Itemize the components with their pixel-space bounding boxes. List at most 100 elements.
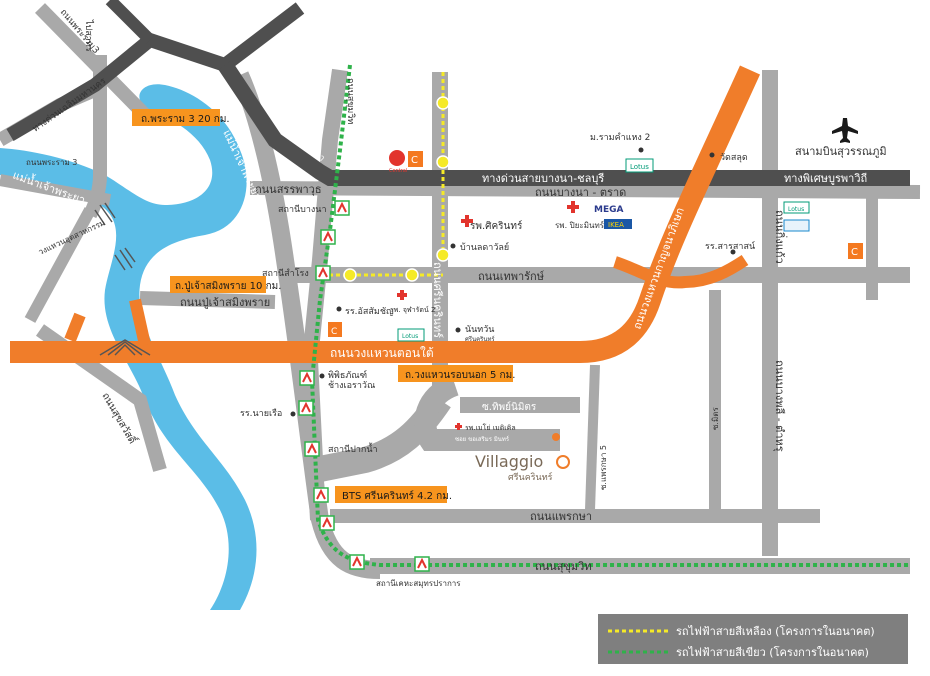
place-airport: สนามบินสุวรรณภูมิ bbox=[795, 145, 887, 158]
svg-text:C: C bbox=[411, 155, 418, 166]
place-dot bbox=[319, 373, 325, 379]
villaggio-project: Villaggio ศรีนครินทร์ bbox=[475, 433, 570, 483]
road-label-kingkaeo: ถนนกิ่งแก้ว bbox=[773, 210, 788, 264]
place-mayo: รพ.เมโย่ เมดิเคิล bbox=[465, 423, 516, 432]
place-erawan: ช้างเอราวัณ bbox=[328, 380, 375, 391]
train-station-icon bbox=[313, 487, 329, 503]
place-dot bbox=[709, 152, 715, 158]
place-museum: พิพิธภัณฑ์ bbox=[328, 369, 367, 381]
train-station-icon bbox=[298, 400, 314, 416]
place-sarasas: รร.สารสาสน์ bbox=[705, 240, 755, 252]
road-label-sathorn: ไปสาทร bbox=[83, 19, 94, 52]
mega-logo-icon: MEGA bbox=[594, 205, 623, 215]
lotus-logo-icon: Lotus bbox=[625, 158, 654, 173]
road-label-phraeksa5: ซ.แพรกษา 5 bbox=[599, 445, 608, 490]
bigc-logo-icon: C bbox=[408, 151, 423, 167]
villaggio-title: Villaggio bbox=[475, 452, 543, 471]
callout-puchao: ถ.ปู่เจ้าสมิงพราย 10 กม. bbox=[170, 276, 281, 293]
svg-text:C: C bbox=[331, 327, 337, 337]
svg-text:MEGA: MEGA bbox=[594, 205, 623, 215]
place-dot bbox=[730, 249, 736, 255]
yellow-stations bbox=[343, 96, 450, 282]
svg-text:IKEA: IKEA bbox=[608, 221, 624, 229]
ring-road bbox=[10, 65, 761, 363]
train-station-icon bbox=[299, 370, 315, 386]
airplane-icon bbox=[832, 118, 858, 143]
project-marker-icon bbox=[552, 433, 560, 441]
place-nanthawan: นันทวัน bbox=[465, 325, 494, 335]
station-bangna: สถานีบางนา bbox=[278, 204, 327, 215]
callout-rama3: ถ.พระราม 3 20 กม. bbox=[132, 109, 230, 126]
road-label-expressway-special: ทางพิเศษบูรพาวิถี bbox=[784, 172, 867, 185]
station-icons bbox=[298, 200, 430, 572]
hospital-icons bbox=[397, 201, 579, 430]
road-label-soi-thippanakit: ซ.ทิพย์นิมิตร bbox=[482, 401, 537, 413]
place-labels: ม.รามคำแหง 2 วัดสลุด สนามบินสุวรรณภูมิ ร… bbox=[240, 132, 887, 588]
train-station-icon bbox=[315, 265, 331, 281]
villaggio-sub: ศรีนครินทร์ bbox=[508, 471, 553, 483]
callout-outer-ring: ถ.วงแหวนรอบนอก 5 กม. bbox=[398, 365, 515, 382]
road-label-puchao: ถนนปู่เจ้าสมิงพราย bbox=[180, 296, 270, 309]
svg-text:Lotus: Lotus bbox=[788, 206, 804, 213]
place-nairuea: รร.นายเรือ bbox=[240, 408, 282, 419]
train-station-icon bbox=[414, 556, 430, 572]
station-pakkam: สถานีปากน้ำ bbox=[328, 442, 378, 455]
train-station-icon bbox=[334, 200, 350, 216]
road-label-sukhumvit-bottom: ถนนสุขุมวิท bbox=[535, 560, 592, 573]
svg-text:C: C bbox=[851, 247, 858, 258]
road-label-srinakarin: ถนนศรีนครินทร์ bbox=[431, 262, 444, 338]
road-label-sukhumvit-v: ถนนสุขุมวิท bbox=[345, 78, 356, 124]
train-station-icon bbox=[319, 515, 335, 531]
place-chularat: รพ. จุฬารัตน์ 2 bbox=[390, 306, 435, 314]
road-label-sanphawut: ถนนสรรพาวุธ bbox=[255, 183, 322, 196]
train-station-icon bbox=[320, 229, 336, 245]
svg-text:Central: Central bbox=[389, 168, 407, 174]
bridge-icon bbox=[99, 339, 151, 356]
place-watsadud: วัดสลุด bbox=[720, 153, 748, 163]
road-label-bangna-trad: ถนนบางนา - ตราด bbox=[535, 186, 626, 199]
place-ramkhamhaeng: ม.รามคำแหง 2 bbox=[590, 132, 650, 143]
legend: รถไฟฟ้าสายสีเหลือง (โครงการในอนาคต) รถไฟ… bbox=[598, 614, 908, 664]
svg-text:ถ.ปู่เจ้าสมิงพราย 10 กม.: ถ.ปู่เจ้าสมิงพราย 10 กม. bbox=[175, 280, 281, 292]
place-ladawan: บ้านลดาวัลย์ bbox=[460, 241, 509, 253]
store-logos: Central C Lotus MEGA IKEA Lotus C C Lotu… bbox=[328, 150, 863, 342]
place-dot bbox=[455, 327, 461, 333]
bigc-logo-icon: C bbox=[328, 322, 342, 337]
green-line bbox=[309, 64, 910, 567]
hospital-cross-icon bbox=[461, 215, 473, 227]
central-logo-icon: Central bbox=[389, 150, 407, 174]
villaggio-o-icon bbox=[556, 455, 570, 469]
legend-green-label: รถไฟฟ้าสายสีเขียว (โครงการในอนาคต) bbox=[676, 645, 869, 659]
road-label-praeksa: ถนนแพรกษา bbox=[530, 510, 592, 523]
road-label-theparak: ถนนเทพารักษ์ bbox=[478, 270, 544, 283]
expressway-network bbox=[6, 0, 910, 186]
lotus-logo-icon: Lotus bbox=[783, 201, 810, 214]
road-label-rama3-side: ถนนพระราม 3 bbox=[26, 158, 77, 167]
svg-text:BTS ศรีนครินทร์ 4.2 กม.: BTS ศรีนครินทร์ 4.2 กม. bbox=[342, 490, 452, 502]
place-sikarin: รพ.ศิครินทร์ bbox=[470, 220, 523, 232]
train-station-icon bbox=[349, 554, 365, 570]
bridge-icon bbox=[94, 202, 136, 271]
store-logo-icon bbox=[783, 219, 810, 232]
hospital-cross-icon bbox=[455, 423, 462, 430]
train-station-icon bbox=[304, 441, 320, 457]
place-dot bbox=[638, 147, 644, 153]
place-piyamin: รพ. ปิยะมินทร์ bbox=[555, 220, 605, 230]
road-label-soi-mit: ซ.มิตร bbox=[711, 407, 720, 430]
place-dot bbox=[336, 306, 342, 312]
svg-text:Lotus: Lotus bbox=[630, 163, 649, 171]
svg-text:ถ.พระราม 3 20 กม.: ถ.พระราม 3 20 กม. bbox=[141, 114, 230, 125]
road-label-bangna-chonburi: ทางด่วนสายบางนา-ชลบุรี bbox=[482, 172, 604, 185]
hospital-cross-icon bbox=[397, 290, 407, 300]
station-kheha: สถานีเคหะสมุทรปราการ bbox=[376, 579, 461, 588]
svg-text:ถ.วงแหวนรอบนอก 5 กม.: ถ.วงแหวนรอบนอก 5 กม. bbox=[405, 370, 515, 381]
svg-text:Lotus: Lotus bbox=[402, 333, 418, 340]
ikea-logo-icon: IKEA bbox=[604, 219, 632, 229]
place-soi: ซอย ขอเสริมร มินทร์ bbox=[455, 435, 510, 443]
station-samrong: สถานีสำโรง bbox=[262, 268, 309, 279]
legend-yellow-label: รถไฟฟ้าสายสีเหลือง (โครงการในอนาคต) bbox=[676, 624, 875, 638]
callout-bts: BTS ศรีนครินทร์ 4.2 กม. bbox=[335, 486, 452, 503]
place-dot bbox=[450, 243, 456, 249]
hospital-cross-icon bbox=[567, 201, 579, 213]
